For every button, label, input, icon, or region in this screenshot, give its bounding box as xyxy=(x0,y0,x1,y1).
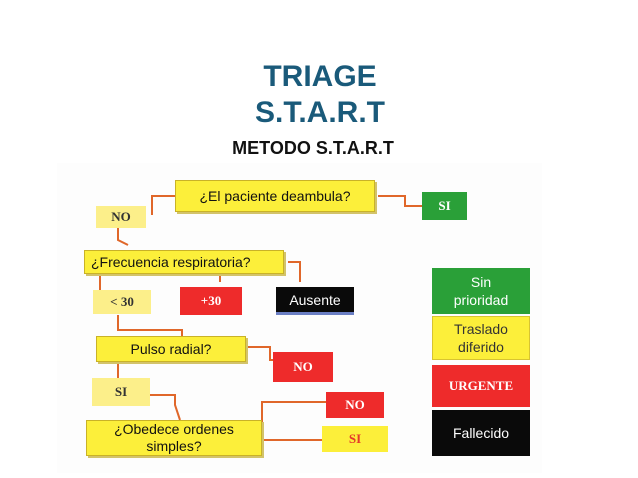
walk-yes-box: SI xyxy=(422,192,467,220)
connector-walk-no xyxy=(151,195,175,215)
question-respiration: ¿Frecuencia respiratoria? xyxy=(84,250,284,274)
pulse-yes-box: SI xyxy=(92,378,150,406)
connector-no-resp xyxy=(117,228,129,246)
walk-no-box: NO xyxy=(96,206,146,228)
question-pulse: Pulso radial? xyxy=(96,336,246,362)
obey-no-box: NO xyxy=(326,392,384,418)
subtitle: METODO S.T.A.R.T xyxy=(232,138,394,158)
resp-absent-box: Ausente xyxy=(276,287,354,315)
title-line-2: S.T.A.R.T xyxy=(254,96,385,129)
legend-black: Fallecido xyxy=(432,410,530,456)
connector-low-pulse xyxy=(117,315,183,340)
pulse-no-box: NO xyxy=(273,352,333,382)
obey-yes-box: SI xyxy=(322,426,388,452)
question-walk: ¿El paciente deambula? xyxy=(175,180,375,212)
title-line-1: TRIAGE xyxy=(263,60,377,93)
resp-high-box: +30 xyxy=(180,287,242,315)
connector-yes-obey xyxy=(148,394,181,421)
legend-green: Sin prioridad xyxy=(432,268,530,314)
legend-yellow: Traslado diferido xyxy=(432,316,530,360)
question-obey: ¿Obedece ordenes simples? xyxy=(86,420,262,456)
legend-red: URGENTE xyxy=(432,365,530,407)
connector-walk-yes xyxy=(378,195,422,207)
connector-resp-high xyxy=(288,261,301,282)
resp-low-box: < 30 xyxy=(93,290,151,314)
